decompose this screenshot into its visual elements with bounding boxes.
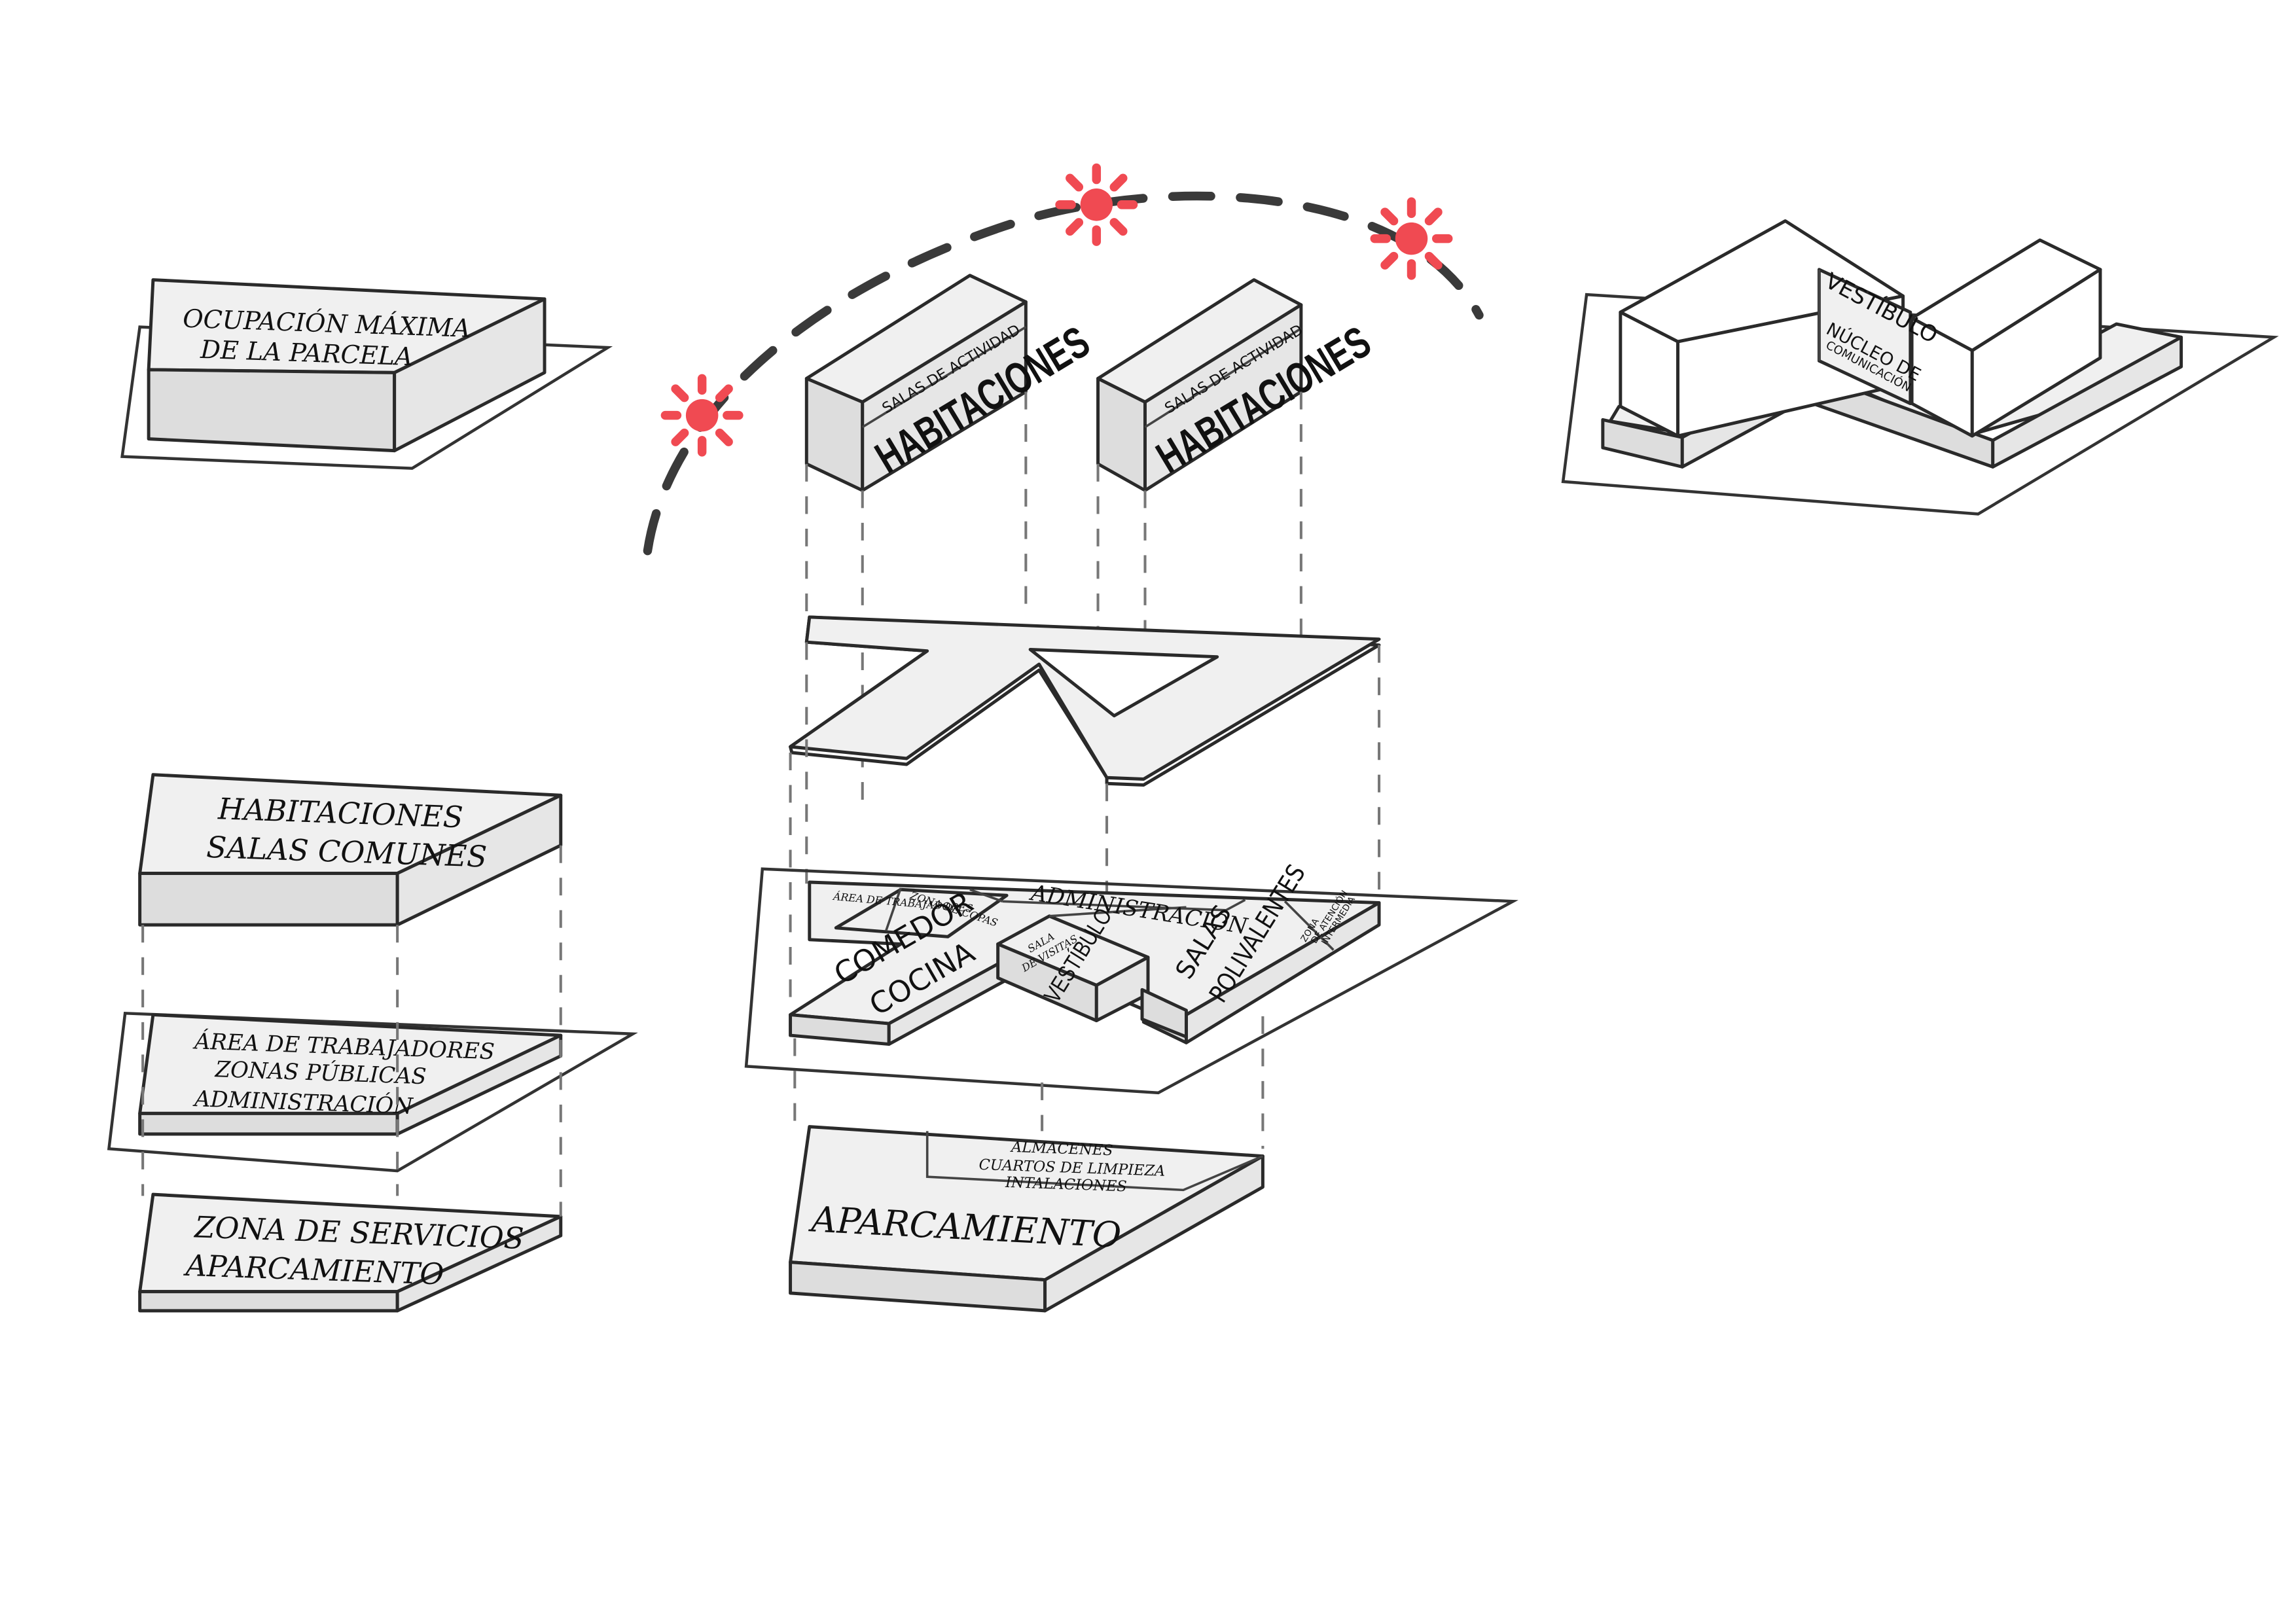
center-guide-lines-middle [789, 642, 1381, 1002]
base-store-line3: INTALACIONES [1005, 1174, 1127, 1196]
basement-parking: ALMACENES CUARTOS DE LIMPIEZA INTALACION… [789, 1125, 1265, 1313]
stack-services-layer: ZONA DE SERVICIOS APARCAMIENTO [138, 1192, 563, 1313]
sun-icon [1370, 197, 1453, 280]
parcel-max-occupation: OCUPACIÓN MÁXIMA DE LA PARCELA [120, 278, 613, 470]
ground-floor: ÁREA DE TRABAJADORES ZONA DE COPAS ADMIN… [744, 860, 1518, 1095]
first-floor-slab [789, 615, 1381, 787]
sun-icon [660, 374, 744, 457]
room-block-left: SALAS DE ACTIVIDAD HABITACIONES [804, 274, 1098, 492]
stack-rooms-line1: HABITACIONES [217, 791, 463, 834]
base-store-line1: ALMACENES [1010, 1139, 1113, 1159]
stack-workers-layer: ÁREA DE TRABAJADORES ZONAS PÚBLICAS ADMI… [107, 1011, 638, 1173]
sun-icon [1055, 163, 1138, 246]
center-guide-lines-lower [793, 1016, 1265, 1149]
final-volume: VESTÍBULO NÚCLEO DE COMUNICACIÓN [1561, 219, 2279, 516]
stack-rooms-layer: HABITACIONES SALAS COMUNES [138, 773, 563, 927]
stack-guide-lines [141, 845, 562, 1217]
room-block-right: SALAS DE ACTIVIDAD HABITACIONES [1096, 278, 1379, 492]
